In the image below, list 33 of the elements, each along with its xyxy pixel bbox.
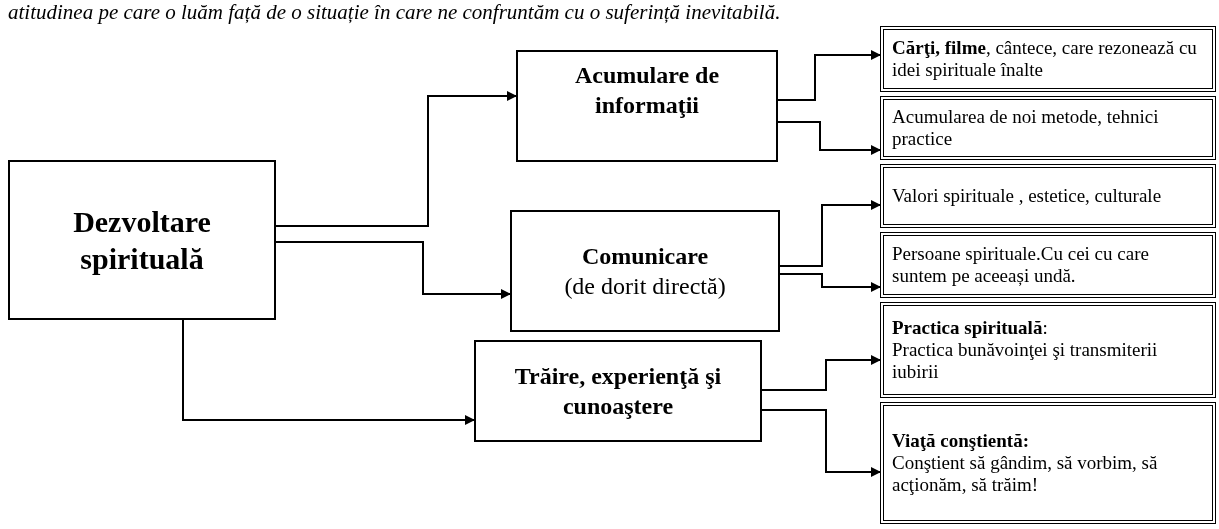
topic-box [8, 160, 276, 320]
box-text: Conştient să gândim, să vorbim, să acţionăm, să trăim! [892, 452, 1159, 496]
connector-arrow [275, 91, 517, 227]
connector-arrow [777, 121, 881, 155]
box-subtitle: (de dorit directă) [564, 272, 726, 301]
connector-arrow [779, 273, 881, 292]
connector-arrow [777, 50, 881, 101]
detail-box [880, 302, 1216, 398]
detail-box [880, 26, 1216, 92]
box-text: Cărţi, filme, cântece, care rezonează cu idei spirituale înalte [892, 37, 1198, 81]
connector-arrow [779, 200, 881, 267]
box-heading: Practica spirituală: [892, 317, 1048, 340]
connector-arrow [275, 241, 511, 299]
box-text: Practica bunăvoinţei şi transmiterii iubirii [892, 339, 1159, 383]
box-title: Comunicare [581, 242, 709, 271]
box-title: Acumulare de informaţii [573, 61, 721, 120]
box-text: Valori spirituale , estetice, culturale [892, 185, 1162, 207]
connector-arrow [182, 319, 475, 425]
note-text: atitudinea pe care o luăm față de o situație în care ne confruntăm cu o suferință inevitabilă. [8, 0, 781, 24]
detail-box [880, 402, 1216, 524]
topic-box [510, 210, 780, 332]
topic-box [516, 50, 778, 162]
detail-box [880, 164, 1216, 228]
topic-box [474, 340, 762, 442]
detail-box [880, 232, 1216, 298]
box-title: Trăire, experienţă şi cunoaştere [513, 362, 723, 421]
box-heading: Viaţă conştientă: [892, 430, 1030, 453]
box-title: Dezvoltare spirituală [72, 203, 212, 277]
box-text: Persoane spirituale.Cu cei cu care suntem pe aceeași undă. [892, 243, 1150, 287]
box-text: Acumularea de noi metode, tehnici practice [892, 106, 1160, 150]
connector-arrow [761, 355, 881, 391]
detail-box [880, 96, 1216, 160]
connector-arrow [761, 409, 881, 477]
